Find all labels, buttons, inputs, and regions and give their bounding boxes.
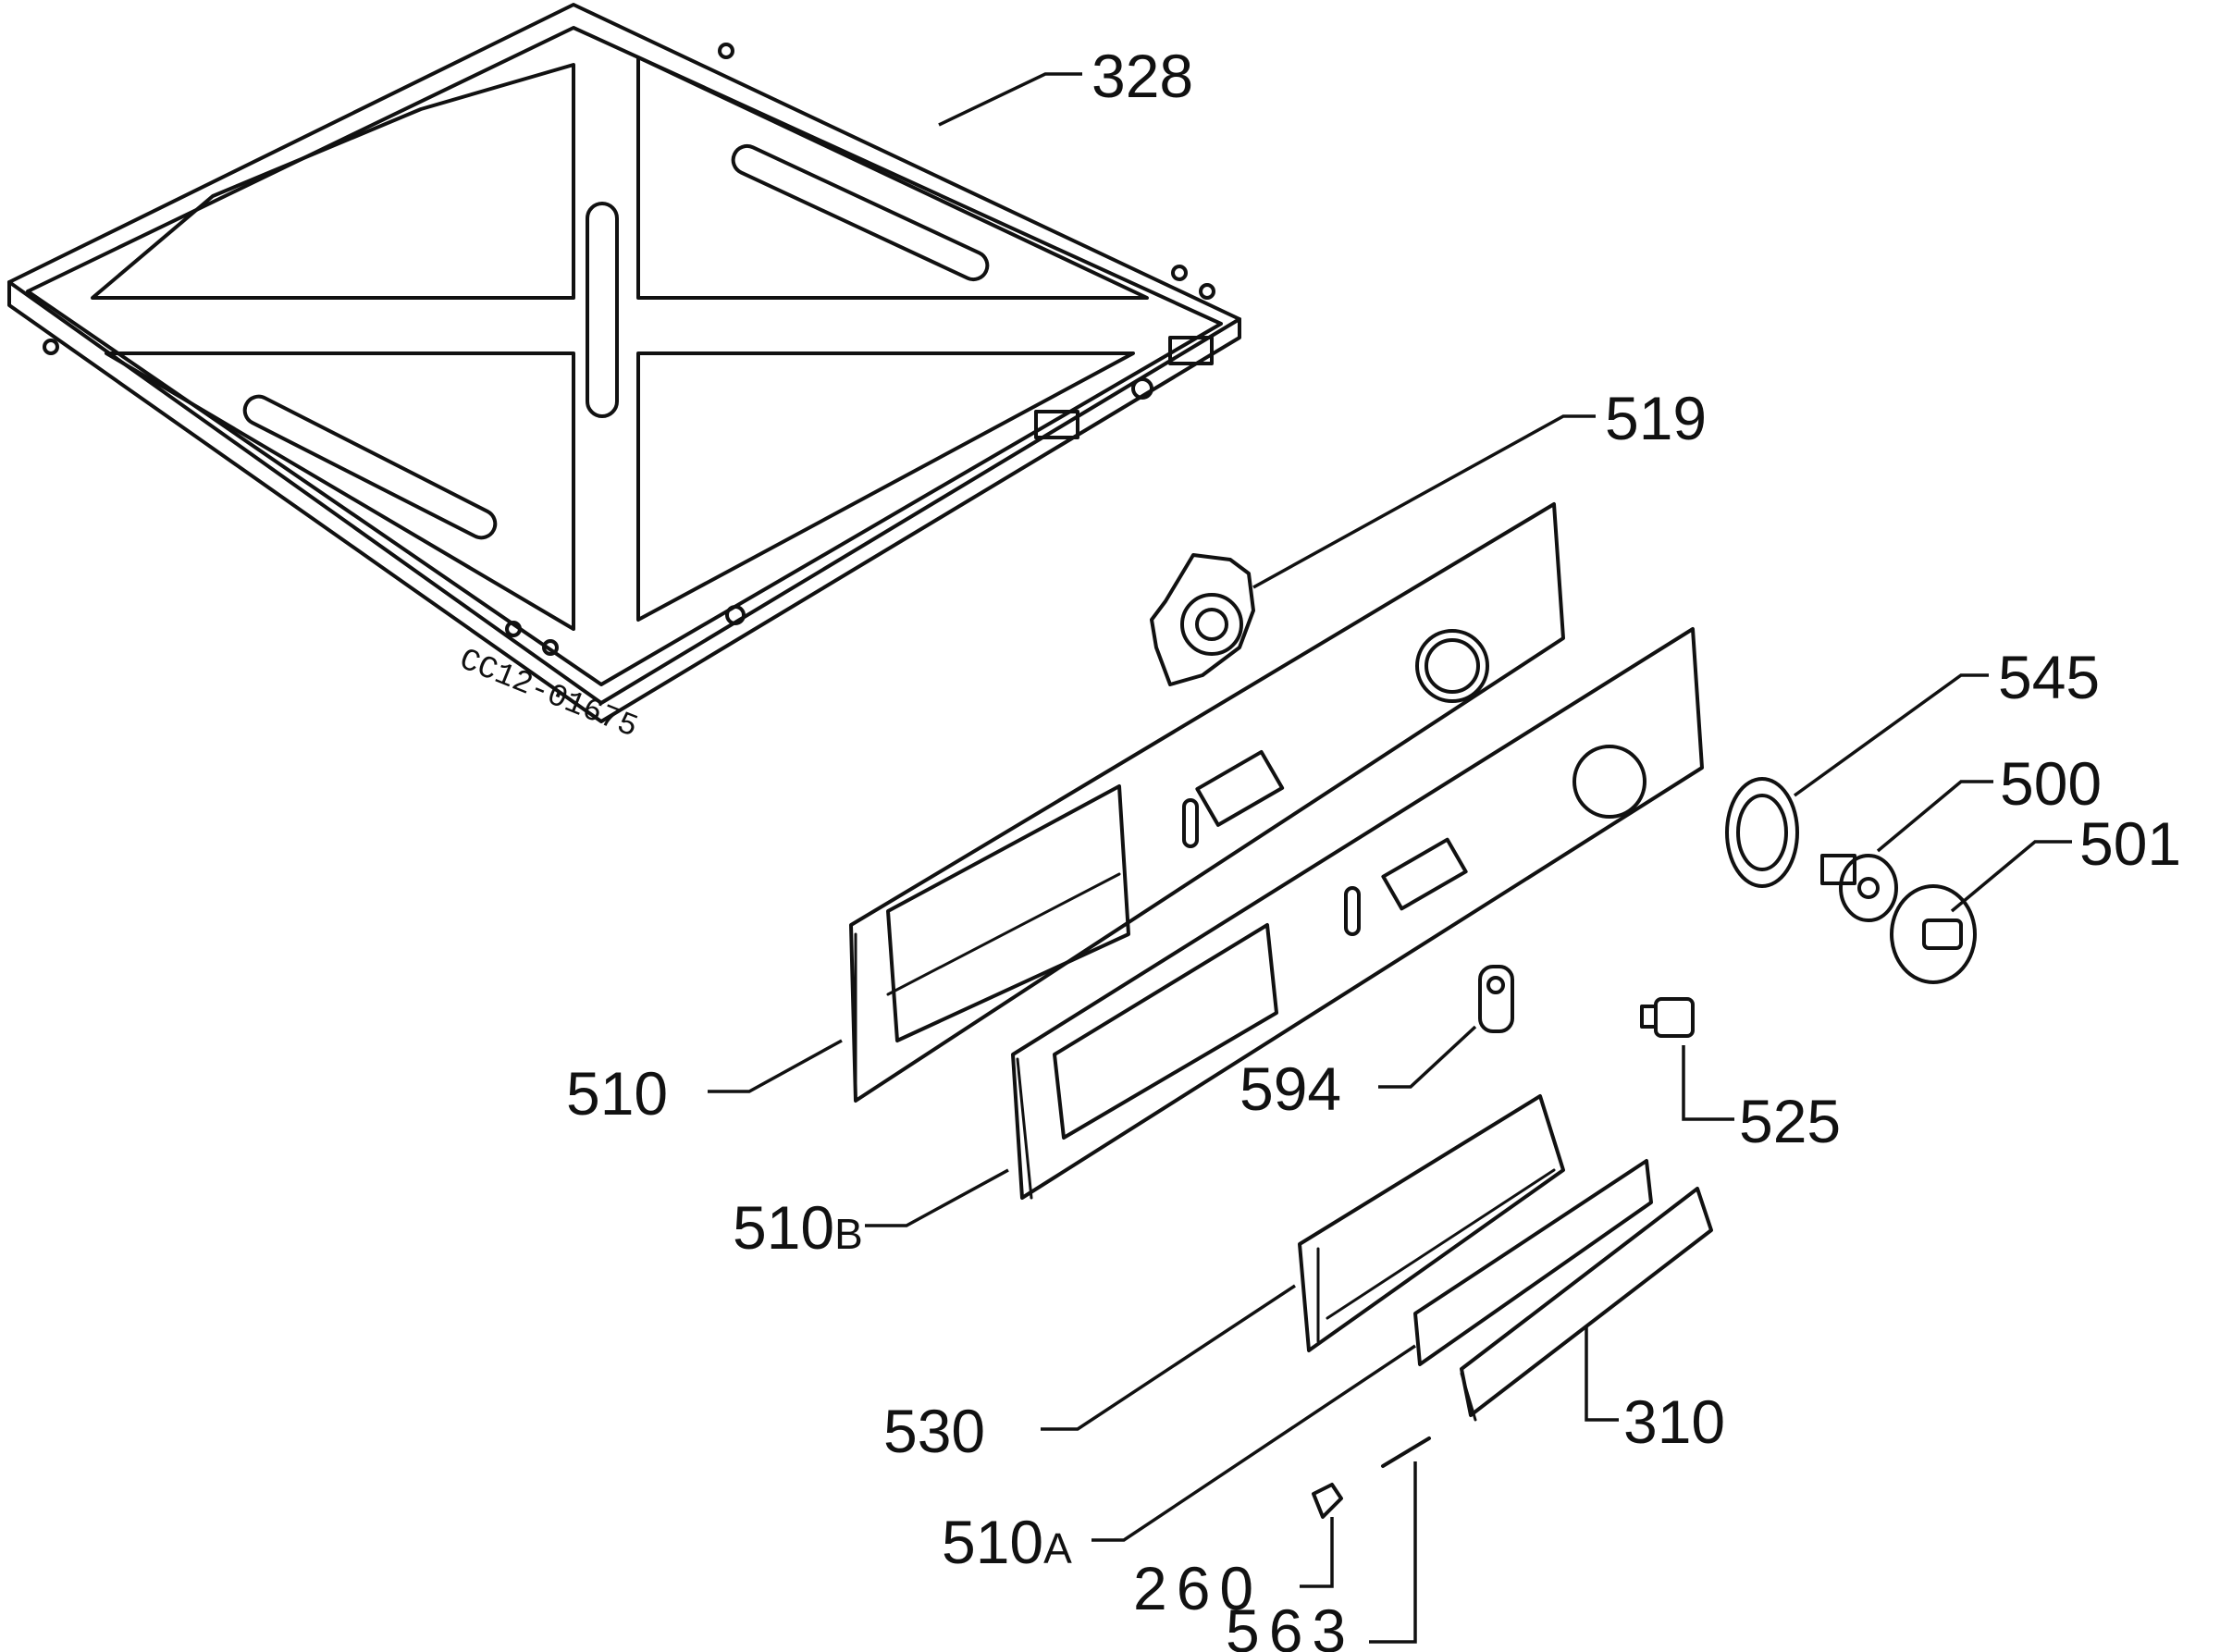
label-328: 328 xyxy=(1092,42,1193,110)
leader-510b xyxy=(865,1168,1009,1227)
part-545-knob-ring xyxy=(1725,777,1799,888)
leader-510 xyxy=(708,1039,843,1093)
label-501: 501 xyxy=(2079,809,2181,878)
leader-525 xyxy=(1682,1045,1734,1121)
part-labels: 328 519 545 500 501 510 510B 594 525 530… xyxy=(566,42,2181,1652)
part-525-button xyxy=(1640,997,1695,1038)
leader-501 xyxy=(1950,840,2072,913)
leader-310 xyxy=(1585,1327,1619,1422)
label-530: 530 xyxy=(883,1397,985,1465)
leader-519 xyxy=(1252,414,1596,589)
part-328-base-plate: CC12-01675 xyxy=(7,3,1241,746)
leader-563 xyxy=(1369,1461,1417,1644)
label-510a-suffix: A xyxy=(1043,1524,1072,1572)
label-510a-number: 510 xyxy=(942,1508,1043,1576)
part-530-display-housing xyxy=(1298,1094,1565,1352)
leader-594 xyxy=(1378,1025,1477,1089)
label-519: 519 xyxy=(1605,384,1707,452)
label-310: 310 xyxy=(1623,1387,1725,1456)
part-510-control-panel xyxy=(849,502,1565,1103)
label-500: 500 xyxy=(2000,749,2102,818)
part-510a-strip xyxy=(1413,1159,1653,1366)
label-545: 545 xyxy=(1998,643,2100,711)
part-594-clip xyxy=(1478,965,1514,1033)
label-594: 594 xyxy=(1240,1054,1341,1123)
label-510b-number: 510 xyxy=(733,1193,834,1262)
leader-lines xyxy=(708,72,2072,1644)
part-260-spring-clip xyxy=(1312,1483,1343,1519)
label-563: 563 xyxy=(1226,1597,1355,1652)
label-525: 525 xyxy=(1739,1087,1841,1155)
label-510a: 510A xyxy=(942,1508,1072,1576)
leader-530 xyxy=(1041,1284,1296,1431)
label-510b-suffix: B xyxy=(834,1210,863,1258)
leader-545 xyxy=(1793,673,1989,797)
part-563-pin xyxy=(1381,1436,1431,1468)
part-510b-front-frame xyxy=(1011,627,1704,1200)
label-260: 260 xyxy=(1133,1554,1263,1622)
label-510b: 510B xyxy=(733,1193,863,1262)
part-310-cover-strip xyxy=(1460,1187,1713,1422)
leader-260 xyxy=(1300,1517,1334,1588)
leader-328 xyxy=(938,72,1082,127)
leader-510a xyxy=(1092,1344,1416,1542)
leader-500 xyxy=(1876,780,1993,853)
part-500-knob-insert xyxy=(1820,854,1898,922)
part-501-knob-cap xyxy=(1890,884,1977,984)
label-510: 510 xyxy=(566,1059,668,1128)
part-519-bracket xyxy=(1150,553,1255,686)
